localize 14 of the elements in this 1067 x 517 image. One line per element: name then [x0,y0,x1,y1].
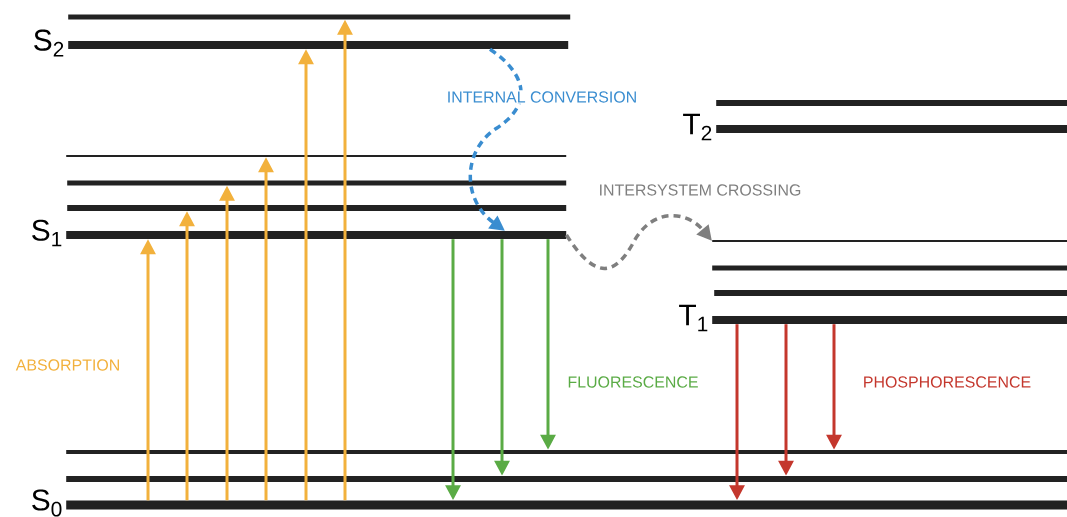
level-line [66,155,567,157]
arrow [468,47,523,231]
process-label: ABSORPTION [15,359,119,371]
state-label: T$_{1}$ [679,304,708,332]
process-label: FLUORESCENCE [568,376,698,388]
state-label: S$_{2}$ [34,29,64,57]
state-label: T$_{2}$ [683,113,712,141]
process-label: PHOSPHORESCENCE [864,376,1031,388]
edge-label: INTERSYSTEM CROSSING [597,183,803,197]
state-label: S$_{1}$ [32,219,62,247]
level-line [712,240,1067,242]
edge-label: INTERNAL CONVERSION [445,90,639,104]
state-label: S$_{0}$ [32,489,62,517]
arrow [564,214,712,270]
